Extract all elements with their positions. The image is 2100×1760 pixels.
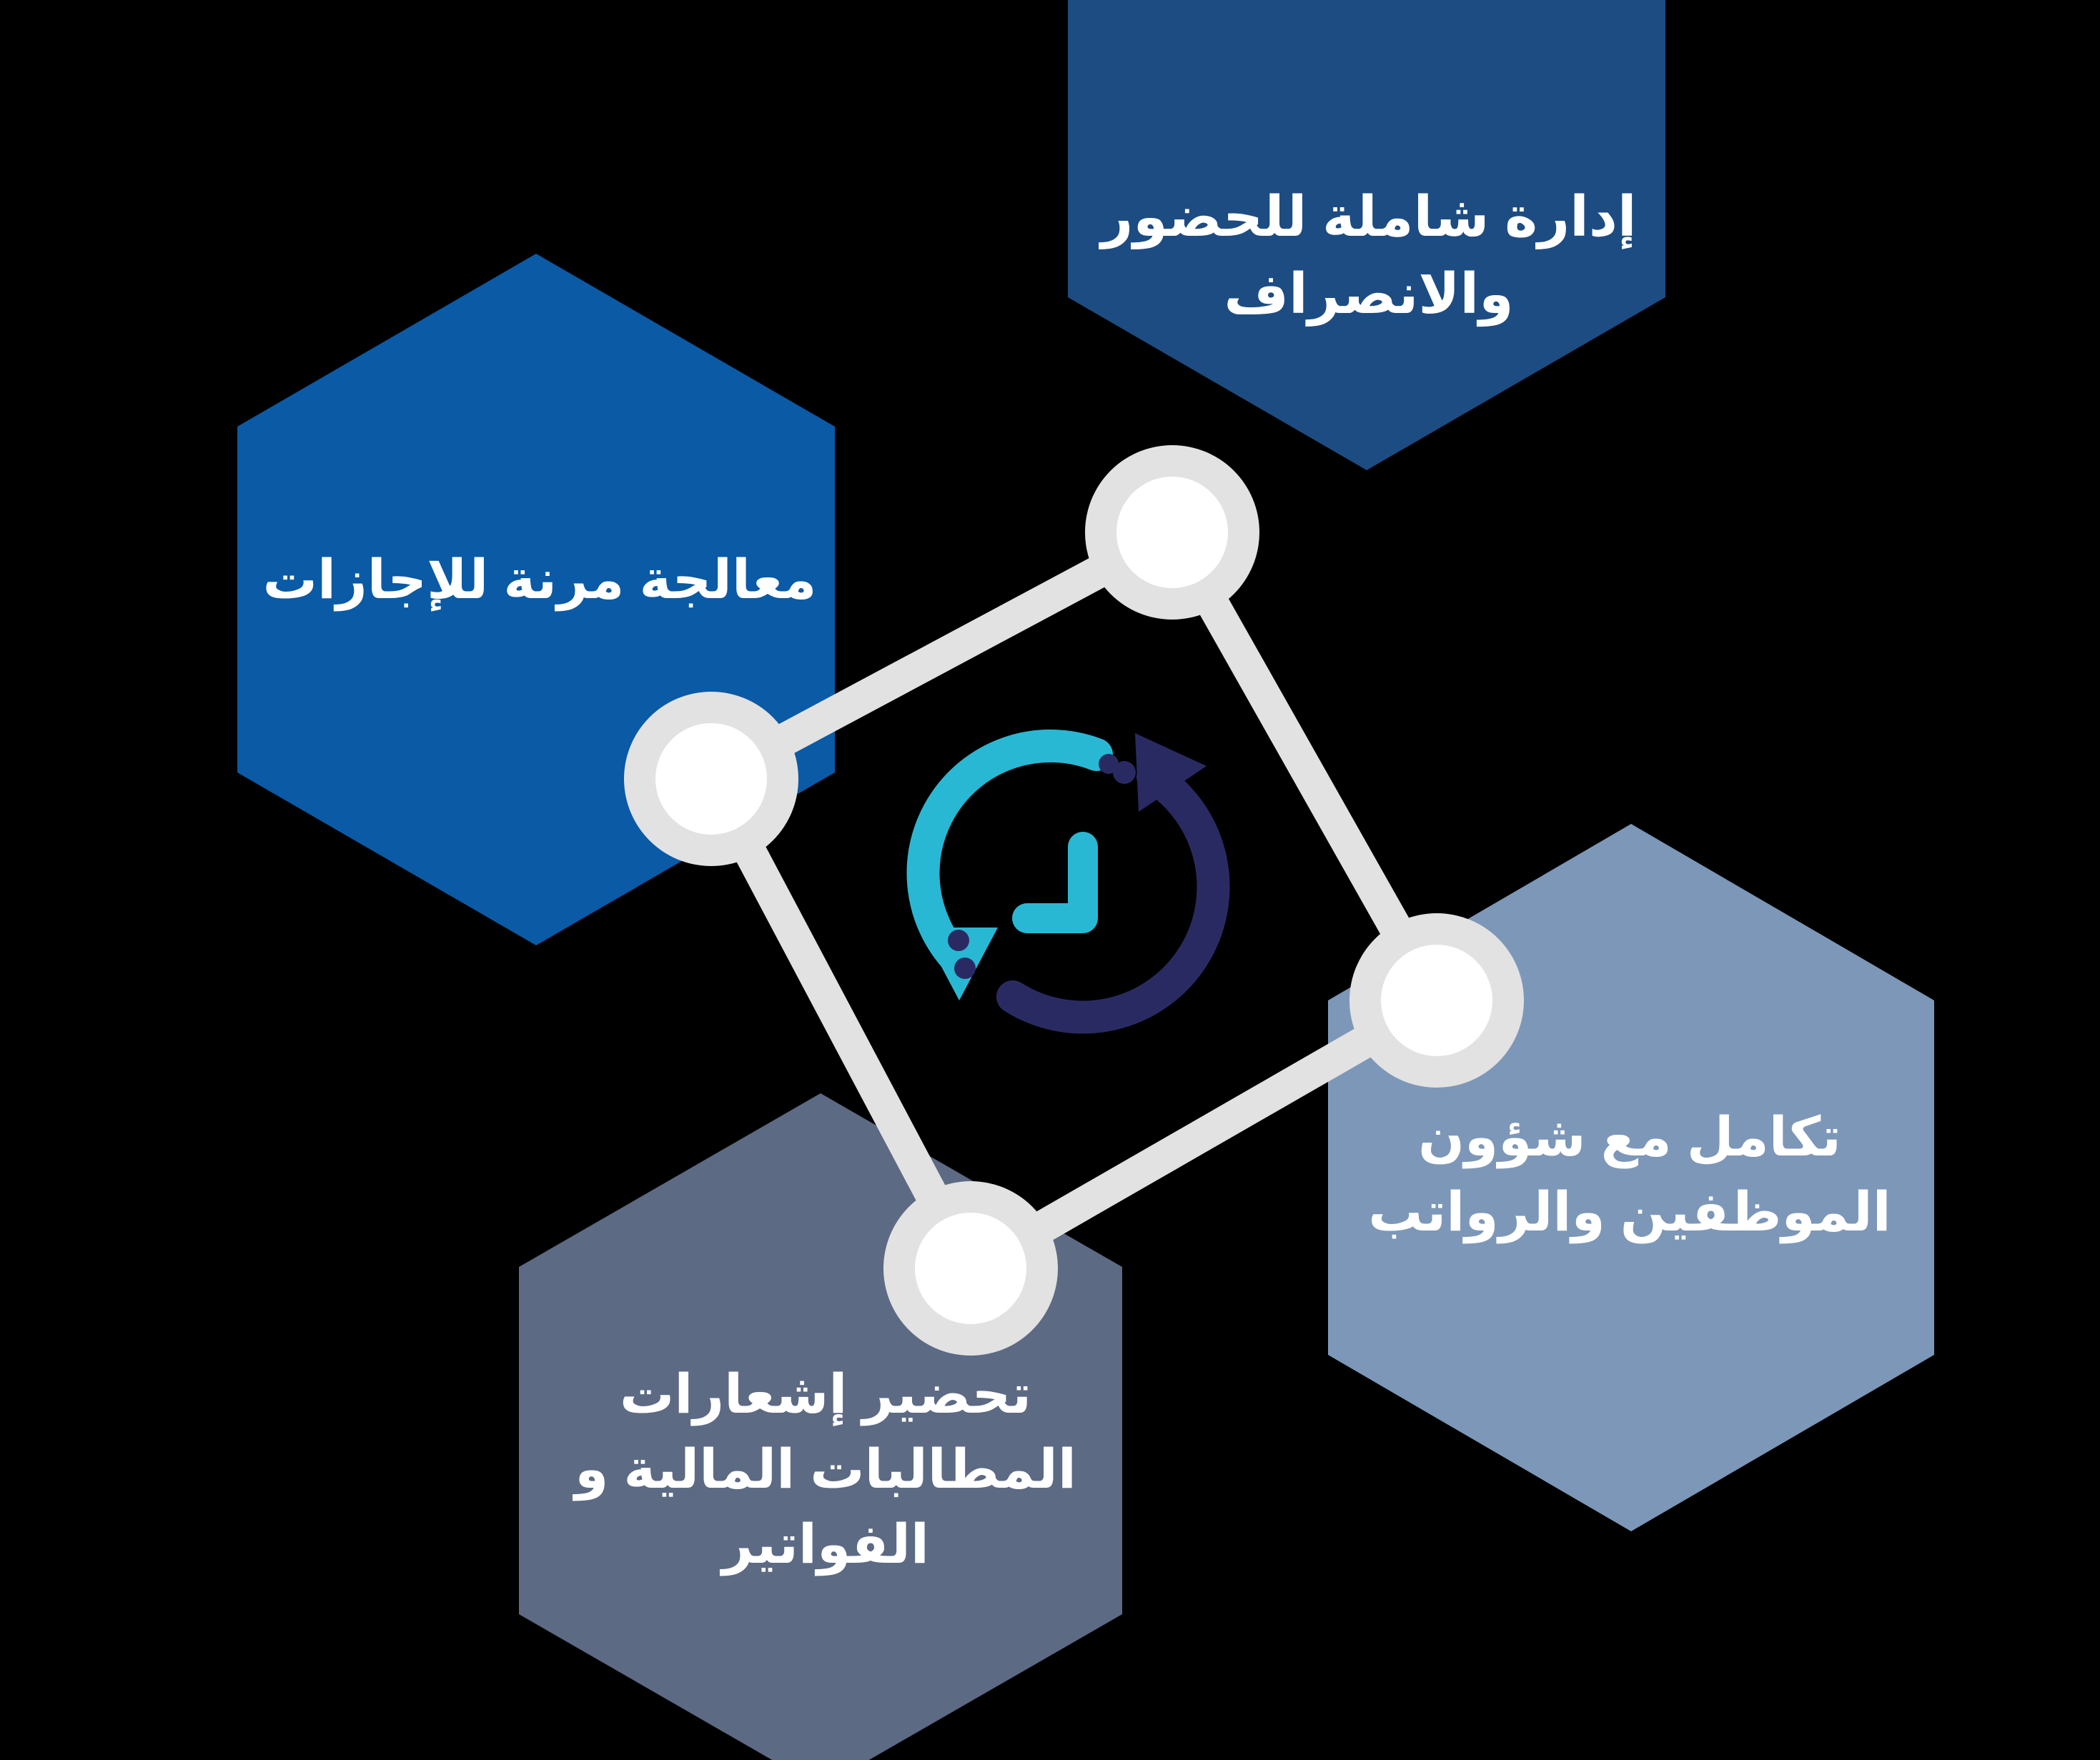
connector-top-right bbox=[1157, 524, 1452, 1009]
hexagon-bottom[interactable] bbox=[519, 1093, 1122, 1760]
node-inner-top bbox=[1116, 477, 1228, 588]
clock-rotate-icon bbox=[906, 729, 1230, 1034]
hexagon-top[interactable] bbox=[1068, 0, 1665, 470]
node-inner-right bbox=[1381, 945, 1492, 1056]
clock-hands bbox=[1012, 832, 1098, 933]
connector-bottom-right bbox=[962, 986, 1445, 1283]
node-inner-left bbox=[655, 723, 767, 835]
clock-arc-navy bbox=[996, 760, 1230, 1034]
clock-dot-2 bbox=[1113, 761, 1136, 784]
node-inner-bottom bbox=[915, 1213, 1026, 1324]
connector-nodes bbox=[624, 445, 1524, 1356]
clock-dot-4 bbox=[954, 958, 976, 979]
clock-arc-cyan bbox=[906, 729, 1113, 977]
connector-left-bottom bbox=[696, 771, 986, 1276]
clock-dot-3 bbox=[948, 930, 969, 951]
clock-arrow-navy bbox=[1135, 733, 1207, 812]
